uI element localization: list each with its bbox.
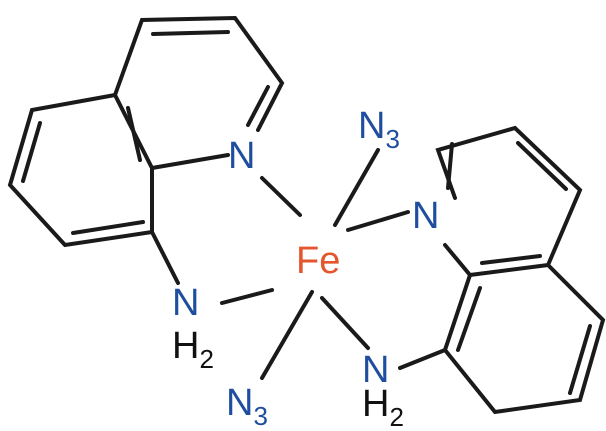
- left-pyridine-double-bond-2: [246, 85, 270, 127]
- left-benzene-double-bond-2: [71, 220, 145, 235]
- bottom-azide-n: N: [226, 382, 253, 424]
- top-azide-count: 3: [385, 124, 399, 154]
- right-quinoline-ligand: [398, 125, 606, 415]
- left-amine-h-count: 2: [199, 344, 213, 374]
- right-ring-n-label: N: [412, 195, 439, 237]
- left-c8-amine-bond: [150, 230, 180, 285]
- top-azide-label: N3: [358, 105, 400, 154]
- bond-fe-right-ring-n: [346, 210, 410, 232]
- bond-fe-left-amine-n: [220, 288, 274, 305]
- right-pyridine-ring: [435, 125, 583, 278]
- right-amine-n-label: N: [362, 349, 389, 391]
- left-amine-n-label: N: [172, 282, 199, 324]
- bottom-azide-count: 3: [253, 401, 267, 431]
- left-pyridine-ring: [113, 15, 285, 171]
- bond-fe-top-azide: [333, 148, 380, 227]
- fe-label: Fe: [296, 240, 340, 282]
- right-benzene-double-bond-1: [568, 324, 592, 395]
- left-pyridine-double-bond-1: [151, 30, 230, 36]
- right-amine-h: H: [362, 383, 389, 425]
- right-benzene-ring: [442, 263, 606, 415]
- bond-fe-bottom-azide: [260, 290, 314, 380]
- right-pyridine-double-bond-2: [516, 141, 568, 191]
- bottom-azide-label: N3: [226, 382, 268, 431]
- right-amine-h-label: H2: [362, 383, 404, 431]
- right-amine-h-count: 2: [389, 402, 403, 431]
- right-pyridine-double-bond-3: [480, 254, 542, 265]
- left-amine-h: H: [172, 325, 199, 367]
- right-pyridine-double-bond-1: [446, 142, 454, 190]
- left-ring-n-label: N: [228, 135, 255, 177]
- bond-fe-left-ring-n: [260, 176, 302, 217]
- coordination-bonds: [220, 148, 410, 380]
- top-azide-n: N: [358, 105, 385, 147]
- right-benzene-double-bond-2: [456, 286, 482, 352]
- left-benzene-double-bond-3: [126, 106, 142, 162]
- left-benzene-ring: [7, 93, 154, 248]
- left-quinoline-ligand: [7, 15, 285, 285]
- bond-fe-right-amine-n: [320, 296, 370, 350]
- right-c8-amine-bond: [398, 348, 447, 370]
- left-benzene-double-bond-1: [21, 121, 42, 183]
- left-amine-h-label: H2: [172, 325, 214, 374]
